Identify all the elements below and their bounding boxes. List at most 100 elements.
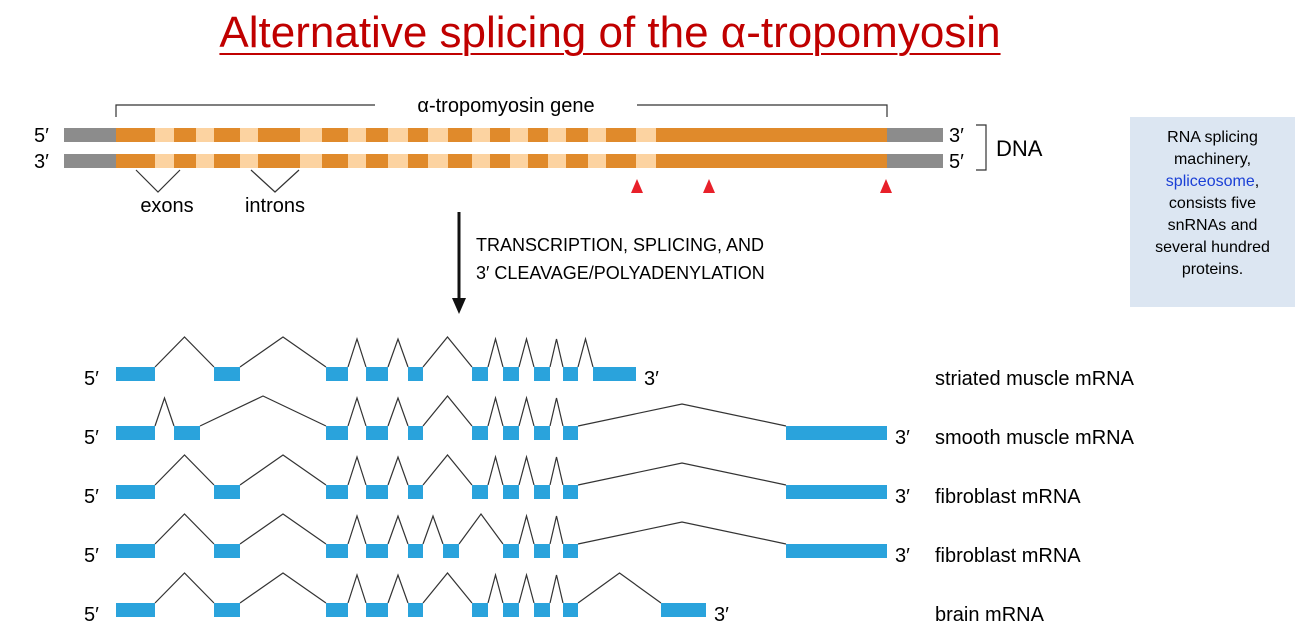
process-text-line2: 3′ CLEAVAGE/POLYADENYLATION — [476, 263, 765, 283]
mrna-exon — [563, 603, 578, 617]
splice-junction — [487, 454, 504, 486]
exon-block — [116, 128, 155, 142]
exon-block — [490, 128, 510, 142]
mrna-exon — [214, 367, 240, 381]
introns-pointer — [250, 169, 300, 193]
splice-junction — [577, 403, 787, 427]
dna-flank-left-bottom — [64, 154, 116, 168]
splice-junction — [422, 514, 444, 545]
info-comma: , — [1254, 173, 1260, 190]
mrna-row: 5′3′smooth muscle mRNA — [84, 395, 1135, 449]
splice-junction — [387, 573, 409, 604]
dna-bracket — [976, 124, 987, 171]
dna-flank-right-top — [887, 128, 943, 142]
splice-junction — [154, 572, 215, 604]
splice-junction — [239, 336, 327, 368]
info-box: RNA splicing machinery, spliceosome, con… — [1130, 117, 1295, 307]
splice-junction — [347, 455, 367, 486]
splice-junction — [518, 454, 535, 486]
splice-junction — [549, 574, 564, 604]
mrna-exon — [116, 426, 155, 440]
spliceosome-term: spliceosome — [1165, 173, 1255, 190]
mrna-row: 5′3′fibroblast mRNA — [84, 454, 1081, 508]
splice-junction — [487, 395, 504, 427]
mrna-exon — [116, 544, 155, 558]
mrna-exon — [326, 367, 348, 381]
exon-block — [528, 154, 548, 168]
mrna-row: 5′3′striated muscle mRNA — [84, 336, 1135, 390]
mrna-exon — [503, 485, 519, 499]
mrna-row: 5′3′brain mRNA — [84, 572, 1045, 626]
exon-blocks — [116, 128, 887, 168]
dna-3prime-top: 3′ — [949, 125, 964, 147]
mrna-exon — [214, 544, 240, 558]
splice-junction — [549, 397, 564, 427]
mrna-exon — [534, 603, 550, 617]
mrna-5prime-label: 5′ — [84, 368, 99, 390]
dna-flank-left-top — [64, 128, 116, 142]
gene-label: α-tropomyosin gene — [417, 95, 594, 117]
mrna-exon — [534, 426, 550, 440]
splice-junction — [422, 572, 473, 604]
splice-junction — [422, 454, 473, 486]
splice-junction — [458, 512, 504, 545]
exon-block — [174, 128, 196, 142]
exon-block — [566, 154, 588, 168]
splice-junction — [199, 395, 327, 427]
splice-junction — [422, 336, 473, 368]
exon-block — [448, 128, 472, 142]
splice-junction — [387, 396, 409, 427]
mrna-exon — [408, 603, 423, 617]
mrna-exon — [786, 426, 887, 440]
mrna-exon — [563, 367, 578, 381]
mrna-exon — [472, 485, 488, 499]
mrna-exon — [366, 485, 388, 499]
info-line: proteins. — [1181, 261, 1244, 278]
mrna-exon — [366, 544, 388, 558]
exon-block — [448, 154, 472, 168]
mrna-exon — [116, 603, 155, 617]
mrna-exon — [408, 544, 423, 558]
dna-flank-right-bottom — [887, 154, 943, 168]
mrna-exon — [786, 485, 887, 499]
splice-junction — [577, 462, 787, 486]
mrna-exon — [593, 367, 636, 381]
exon-block — [366, 128, 388, 142]
polyA-site-marker — [880, 179, 892, 193]
splice-junction — [239, 513, 327, 545]
exon-block — [408, 154, 428, 168]
mrna-5prime-label: 5′ — [84, 604, 99, 626]
exon-block — [322, 154, 348, 168]
exon-block — [366, 154, 388, 168]
mrna-exon — [534, 367, 550, 381]
splice-junction — [577, 336, 594, 368]
exon-block — [490, 154, 510, 168]
mrna-exon — [326, 426, 348, 440]
exon-block — [174, 154, 196, 168]
splice-junction — [154, 396, 175, 427]
mrna-3prime-label: 3′ — [895, 427, 910, 449]
info-line: snRNAs and — [1167, 217, 1258, 234]
splice-junction — [387, 455, 409, 486]
mrna-exon — [366, 367, 388, 381]
mrna-exon — [326, 603, 348, 617]
splice-junction — [577, 521, 787, 545]
mrna-exon — [503, 426, 519, 440]
mrna-label: striated muscle mRNA — [935, 368, 1135, 390]
exon-block — [606, 128, 636, 142]
exon-block — [408, 128, 428, 142]
splice-junction — [154, 336, 215, 368]
splice-junction — [347, 573, 367, 604]
introns-label: introns — [245, 195, 305, 217]
mrna-label: brain mRNA — [935, 604, 1045, 626]
mrna-3prime-label: 3′ — [895, 486, 910, 508]
exons-label: exons — [140, 195, 193, 217]
polyA-site-marker — [631, 179, 643, 193]
mrna-exon — [503, 367, 519, 381]
splice-junction — [154, 513, 215, 545]
exon-block — [656, 128, 887, 142]
exon-block — [656, 154, 887, 168]
exon-block — [606, 154, 636, 168]
info-line: several hundred — [1155, 239, 1270, 256]
mrna-5prime-label: 5′ — [84, 427, 99, 449]
